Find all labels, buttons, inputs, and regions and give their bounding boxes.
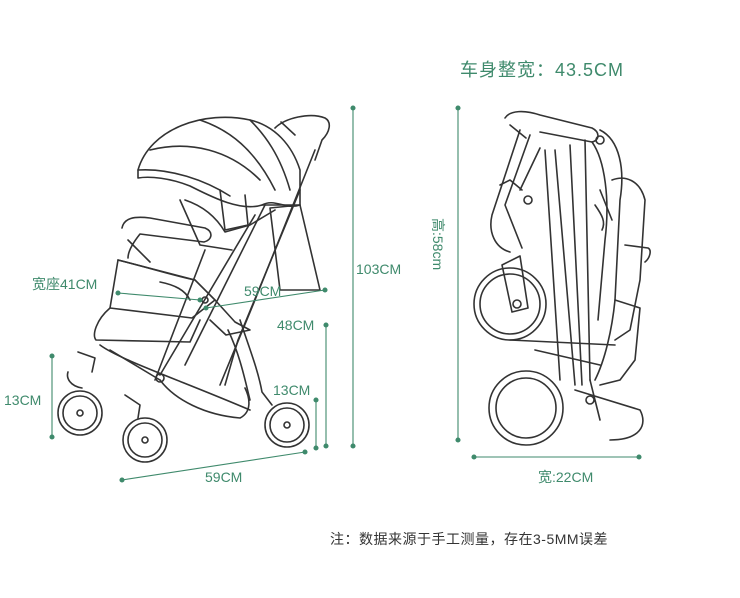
rear-wheel-height-label: 13CM <box>273 382 311 398</box>
overall-width-title: 车身整宽：43.5CM <box>460 60 625 80</box>
wheelbase-label: 59CM <box>205 469 243 485</box>
folded-stroller-drawing <box>490 110 651 441</box>
folded-height-label: 高:58cm <box>430 218 446 271</box>
folded-dimension-lines <box>455 105 642 460</box>
total-height-label: 103CM <box>356 261 402 277</box>
rear-wheel <box>264 402 310 448</box>
unfolded-dimension-lines <box>49 105 356 483</box>
folded-front-wheel <box>473 267 547 341</box>
front-right-wheel <box>122 417 168 463</box>
folded-rear-wheel <box>488 370 564 446</box>
seat-depth-label: 59CM <box>244 283 282 299</box>
folded-width-label: 宽:22CM <box>538 469 594 485</box>
seat-width-label: 宽座41CM <box>32 276 98 292</box>
front-wheel-height-label: 13CM <box>4 392 42 408</box>
unfolded-stroller-drawing <box>66 114 331 419</box>
measurement-note: 注：数据来源于手工测量，存在3-5MM误差 <box>330 531 609 547</box>
seat-height-label: 48CM <box>277 317 315 333</box>
front-left-wheel <box>57 390 103 436</box>
